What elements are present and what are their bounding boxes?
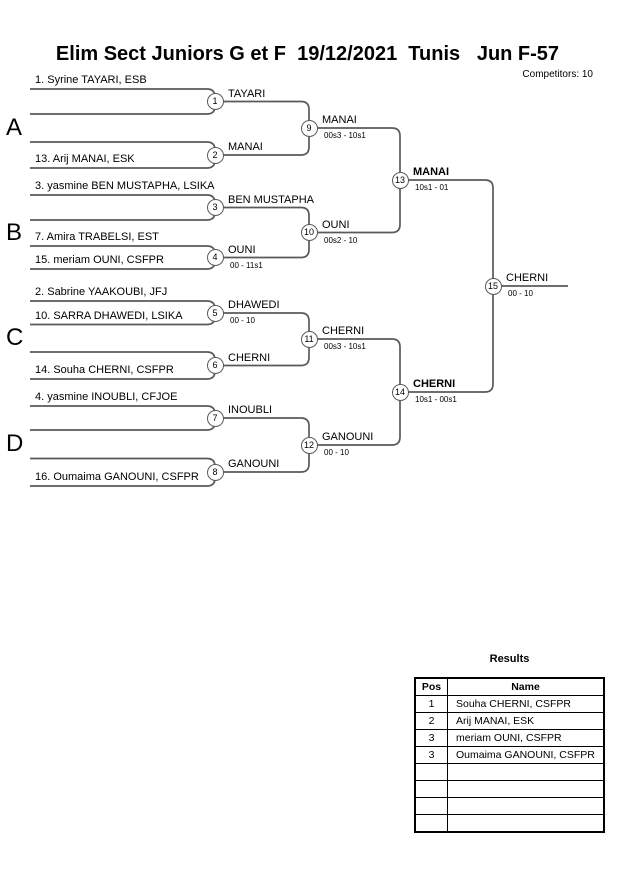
match-score: 10s1 - 01 xyxy=(415,183,449,192)
match-number-badge: 12 xyxy=(300,436,318,454)
player-entry: 15. meriam OUNI, CSFPR xyxy=(35,254,164,266)
name-cell: Oumaima GANOUNI, CSFPR xyxy=(447,746,605,764)
player-entry: 13. Arij MANAI, ESK xyxy=(35,153,135,165)
player-entry: 2. Sabrine YAAKOUBI, JFJ xyxy=(35,286,168,298)
match-number-badge: 1 xyxy=(206,93,224,110)
name-cell xyxy=(447,780,605,798)
pos-cell xyxy=(414,780,448,798)
results-header-row: Pos Name xyxy=(414,677,605,696)
name-cell: Souha CHERNI, CSFPR xyxy=(447,695,605,713)
player-entry: 16. Oumaima GANOUNI, CSFPR xyxy=(35,471,199,483)
page-title: Elim Sect Juniors G et F 19/12/2021 Tuni… xyxy=(55,43,560,65)
table-row xyxy=(414,780,605,798)
match-number-badge: 5 xyxy=(206,304,224,322)
match-score: 00 - 11s1 xyxy=(230,260,263,270)
name-cell xyxy=(447,797,605,815)
match-score: 10s1 - 00s1 xyxy=(415,395,457,404)
match-number-badge: 9 xyxy=(300,119,318,137)
match-winner-label: OUNI xyxy=(228,243,256,256)
match-winner-label: GANOUNI xyxy=(322,431,374,443)
table-row xyxy=(414,814,605,833)
pos-cell: 3 xyxy=(414,746,448,764)
match-number-badge: 15 xyxy=(484,277,502,295)
pos-cell xyxy=(414,797,448,815)
player-entry: 1. Syrine TAYARI, ESB xyxy=(35,74,147,86)
match-number-badge: 10 xyxy=(300,224,318,241)
match-winner-label: DHAWEDI xyxy=(228,299,280,311)
match-winner-label: MANAI xyxy=(228,141,263,153)
name-cell: Arij MANAI, ESK xyxy=(447,712,605,730)
name-cell xyxy=(447,763,605,781)
bracket-line xyxy=(30,194,216,221)
table-row: 1 Souha CHERNI, CSFPR xyxy=(414,695,605,713)
bracket-line xyxy=(408,179,494,393)
match-score: 00 - 10 xyxy=(508,289,533,298)
player-entry: 14. Souha CHERNI, CSFPR xyxy=(35,364,174,376)
name-cell xyxy=(447,814,605,833)
match-winner-label: GANOUNI xyxy=(228,458,280,470)
results-table: Pos Name 1 Souha CHERNI, CSFPR 2 Arij MA… xyxy=(414,677,605,833)
match-winner-label: CHERNI xyxy=(413,378,456,390)
pos-column-header: Pos xyxy=(414,677,448,696)
match-score: 00 - 10 xyxy=(324,448,349,457)
group-label-a: A xyxy=(6,114,23,141)
competitors-count: Competitors: 10 xyxy=(522,69,593,80)
player-entry: 4. yasmine INOUBLI, CFJOE xyxy=(35,391,178,403)
match-number-badge: 4 xyxy=(206,249,224,266)
match-number-badge: 8 xyxy=(206,463,224,481)
match-winner-label: INOUBLI xyxy=(228,404,273,416)
match-score: 00s3 - 10s1 xyxy=(324,131,366,140)
match-number-badge: 14 xyxy=(391,383,409,401)
bracket-line xyxy=(30,405,216,431)
match-score: 00s2 - 10 xyxy=(324,235,358,245)
pos-cell xyxy=(414,763,448,781)
match-winner-label: MANAI xyxy=(413,166,450,178)
match-winner-label: BEN MUSTAPHA xyxy=(228,193,314,206)
pos-cell xyxy=(414,814,448,833)
group-label-c: C xyxy=(6,324,24,351)
table-row: 3 meriam OUNI, CSFPR xyxy=(414,729,605,747)
player-entry: 10. SARRA DHAWEDI, LSIKA xyxy=(35,310,183,322)
match-number-badge: 2 xyxy=(206,146,224,164)
match-winner-label: MANAI xyxy=(322,114,357,126)
pos-cell: 3 xyxy=(414,729,448,747)
name-cell: meriam OUNI, CSFPR xyxy=(447,729,605,747)
bracket-line xyxy=(317,127,401,234)
match-winner-label: CHERNI xyxy=(506,272,549,284)
bracket-line xyxy=(30,88,216,115)
pos-cell: 2 xyxy=(414,712,448,730)
results-title: Results xyxy=(489,653,530,665)
table-row xyxy=(414,763,605,781)
match-number-badge: 13 xyxy=(391,171,409,189)
match-winner-label: CHERNI xyxy=(322,325,365,337)
group-label-d: D xyxy=(6,430,24,457)
match-number-badge: 11 xyxy=(300,330,318,348)
player-entry: 7. Amira TRABELSI, EST xyxy=(35,231,159,243)
match-winner-label: TAYARI xyxy=(228,87,266,100)
name-column-header: Name xyxy=(447,677,605,696)
group-label-b: B xyxy=(6,219,23,246)
match-winner-label: OUNI xyxy=(322,218,350,231)
pos-cell: 1 xyxy=(414,695,448,713)
match-winner-label: CHERNI xyxy=(228,351,271,364)
table-row xyxy=(414,797,605,815)
match-number-badge: 6 xyxy=(206,357,224,374)
bracket-line xyxy=(317,338,401,446)
table-row: 2 Arij MANAI, ESK xyxy=(414,712,605,730)
table-row: 3 Oumaima GANOUNI, CSFPR xyxy=(414,746,605,764)
match-number-badge: 3 xyxy=(206,199,224,216)
player-entry: 3. yasmine BEN MUSTAPHA, LSIKA xyxy=(35,180,215,192)
match-score: 00 - 10 xyxy=(230,316,255,325)
match-number-badge: 7 xyxy=(206,409,224,427)
match-score: 00s3 - 10s1 xyxy=(324,342,366,351)
